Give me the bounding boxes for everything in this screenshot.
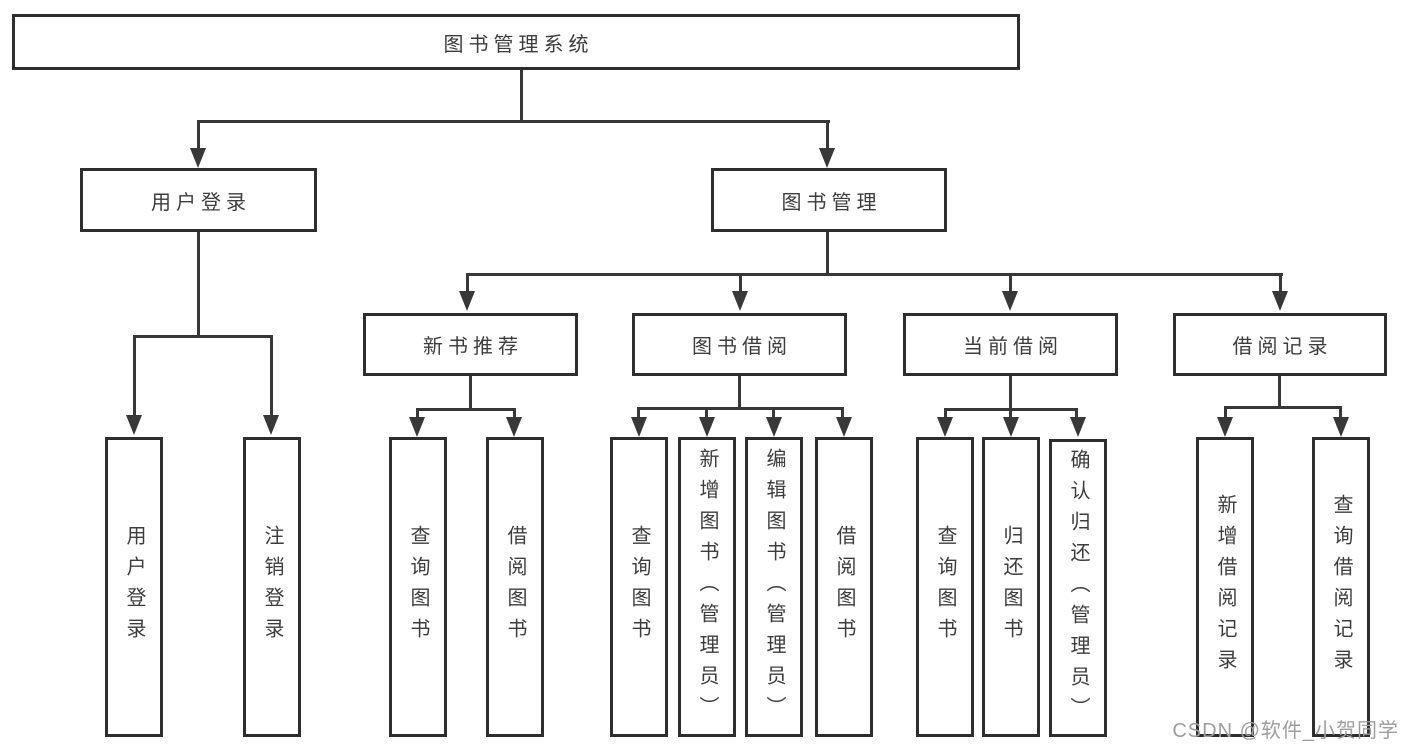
node-user-login-label: 用户登录 xyxy=(151,191,251,214)
arrow-to-leaf-nbr-query xyxy=(409,417,425,437)
connector-to-leaf-cb-query-stem xyxy=(944,408,947,418)
arrow-to-leaf-bb-edit xyxy=(766,417,782,437)
node-borrow-records: 借阅记录 xyxy=(1173,313,1387,376)
arrow-to-leaf-bb-query xyxy=(631,417,647,437)
connector-book-mgmt-stem xyxy=(826,232,829,273)
connector-to-leaf-cb-return-stem xyxy=(1009,408,1012,418)
arrow-to-leaf-br-add xyxy=(1217,417,1233,437)
node-leaf-br-query: 查询借阅记录 xyxy=(1312,437,1370,737)
node-book-borrow-label: 图书借阅 xyxy=(692,336,792,358)
node-leaf-cb-return: 归还图书 xyxy=(982,437,1040,737)
node-leaf-nbr-query-label: 查询图书 xyxy=(407,525,429,649)
node-leaf-bb-edit-label: 编辑图书（管理员） xyxy=(763,447,785,727)
connector-new-book-rec-stem xyxy=(469,376,472,408)
node-book-mgmt: 图书管理 xyxy=(711,168,947,232)
connector-book-borrow-stem xyxy=(738,376,741,407)
arrow-to-leaf-br-query xyxy=(1333,417,1349,437)
node-leaf-bb-borrow: 借阅图书 xyxy=(815,437,873,737)
node-root: 图书管理系统 xyxy=(12,14,1020,70)
connector-new-book-rec-hbar xyxy=(416,408,516,411)
node-leaf-logout: 注销登录 xyxy=(243,437,301,737)
connector-to-leaf-nbr-borrow-stem xyxy=(513,408,516,418)
node-leaf-br-query-label: 查询借阅记录 xyxy=(1330,494,1352,680)
node-current-borrow: 当前借阅 xyxy=(903,313,1118,376)
node-leaf-bb-query-label: 查询图书 xyxy=(628,525,650,649)
node-leaf-bb-borrow-label: 借阅图书 xyxy=(833,525,855,649)
node-leaf-cb-query: 查询图书 xyxy=(916,437,974,737)
connector-current-borrow-stem xyxy=(1009,376,1012,408)
connector-root-hbar xyxy=(197,120,830,123)
arrow-to-leaf-bb-borrow xyxy=(836,417,852,437)
node-leaf-user-login: 用户登录 xyxy=(105,437,163,737)
node-leaf-cb-query-label: 查询图书 xyxy=(934,525,956,649)
connector-to-borrow-records-stem xyxy=(1279,273,1282,293)
connector-to-leaf-bb-query-stem xyxy=(637,407,640,418)
node-leaf-nbr-borrow-label: 借阅图书 xyxy=(504,525,526,649)
connector-to-user-login-stem xyxy=(197,120,200,150)
arrow-to-current-borrow xyxy=(1002,291,1018,311)
arrow-to-leaf-cb-query xyxy=(937,417,953,437)
connector-to-leaf-cb-confirm-stem xyxy=(1075,408,1078,418)
arrow-to-book-borrow xyxy=(732,291,748,311)
arrow-to-new-book-rec xyxy=(459,291,475,311)
connector-borrow-records-hbar xyxy=(1224,406,1342,409)
node-borrow-records-label: 借阅记录 xyxy=(1232,336,1333,358)
node-leaf-bb-edit: 编辑图书（管理员） xyxy=(745,437,803,737)
arrow-to-leaf-bb-add xyxy=(699,417,715,437)
connector-user-login-stem xyxy=(197,232,200,335)
node-leaf-cb-return-label: 归还图书 xyxy=(1000,525,1022,649)
node-leaf-user-login-label: 用户登录 xyxy=(123,525,145,649)
node-new-book-rec-label: 新书推荐 xyxy=(423,336,523,358)
connector-to-current-borrow-stem xyxy=(1009,273,1012,293)
connector-to-leaf-logout-stem xyxy=(270,335,273,416)
node-current-borrow-label: 当前借阅 xyxy=(963,336,1063,358)
arrow-to-leaf-nbr-borrow xyxy=(506,417,522,437)
arrow-to-borrow-records xyxy=(1272,291,1288,311)
connector-to-book-mgmt-stem xyxy=(826,120,829,150)
arrow-to-leaf-cb-confirm xyxy=(1070,417,1086,437)
connector-user-login-hbar xyxy=(133,335,273,338)
node-leaf-cb-confirm: 确认归还（管理员） xyxy=(1049,439,1107,737)
arrow-to-leaf-user-login xyxy=(126,415,142,435)
node-new-book-rec: 新书推荐 xyxy=(363,313,578,376)
connector-to-leaf-bb-borrow-stem xyxy=(841,407,844,418)
csdn-watermark: CSDN @软件_小贺同学 xyxy=(1172,720,1399,742)
arrow-to-book-mgmt xyxy=(819,148,835,168)
node-leaf-br-add-label: 新增借阅记录 xyxy=(1214,494,1236,680)
connector-to-leaf-br-query-stem xyxy=(1339,406,1342,418)
connector-to-new-book-rec-stem xyxy=(466,273,469,293)
connector-book-borrow-hbar xyxy=(637,407,844,410)
arrow-to-leaf-logout xyxy=(263,415,279,435)
node-leaf-nbr-query: 查询图书 xyxy=(389,437,447,737)
connector-to-leaf-br-add-stem xyxy=(1224,406,1227,418)
node-book-mgmt-label: 图书管理 xyxy=(781,191,882,214)
connector-borrow-records-stem xyxy=(1278,376,1281,406)
connector-to-leaf-nbr-query-stem xyxy=(416,408,419,418)
connector-book-mgmt-hbar xyxy=(466,273,1283,276)
node-leaf-bb-add-label: 新增图书（管理员） xyxy=(696,447,718,727)
node-root-label: 图书管理系统 xyxy=(443,33,594,56)
node-leaf-bb-add: 新增图书（管理员） xyxy=(678,437,736,737)
connector-to-leaf-bb-edit-stem xyxy=(772,407,775,418)
connector-to-leaf-bb-add-stem xyxy=(705,407,708,418)
arrow-to-user-login xyxy=(190,148,206,168)
connector-root-stem xyxy=(520,70,523,120)
node-leaf-br-add: 新增借阅记录 xyxy=(1196,437,1254,737)
connector-to-book-borrow-stem xyxy=(739,273,742,293)
node-user-login: 用户登录 xyxy=(80,168,317,232)
node-leaf-bb-query: 查询图书 xyxy=(610,437,668,737)
node-leaf-cb-confirm-label: 确认归还（管理员） xyxy=(1067,448,1089,728)
node-book-borrow: 图书借阅 xyxy=(632,313,847,376)
connector-to-leaf-user-login-stem xyxy=(133,335,136,416)
arrow-to-leaf-cb-return xyxy=(1003,417,1019,437)
node-leaf-nbr-borrow: 借阅图书 xyxy=(486,437,544,737)
node-leaf-logout-label: 注销登录 xyxy=(261,525,283,649)
